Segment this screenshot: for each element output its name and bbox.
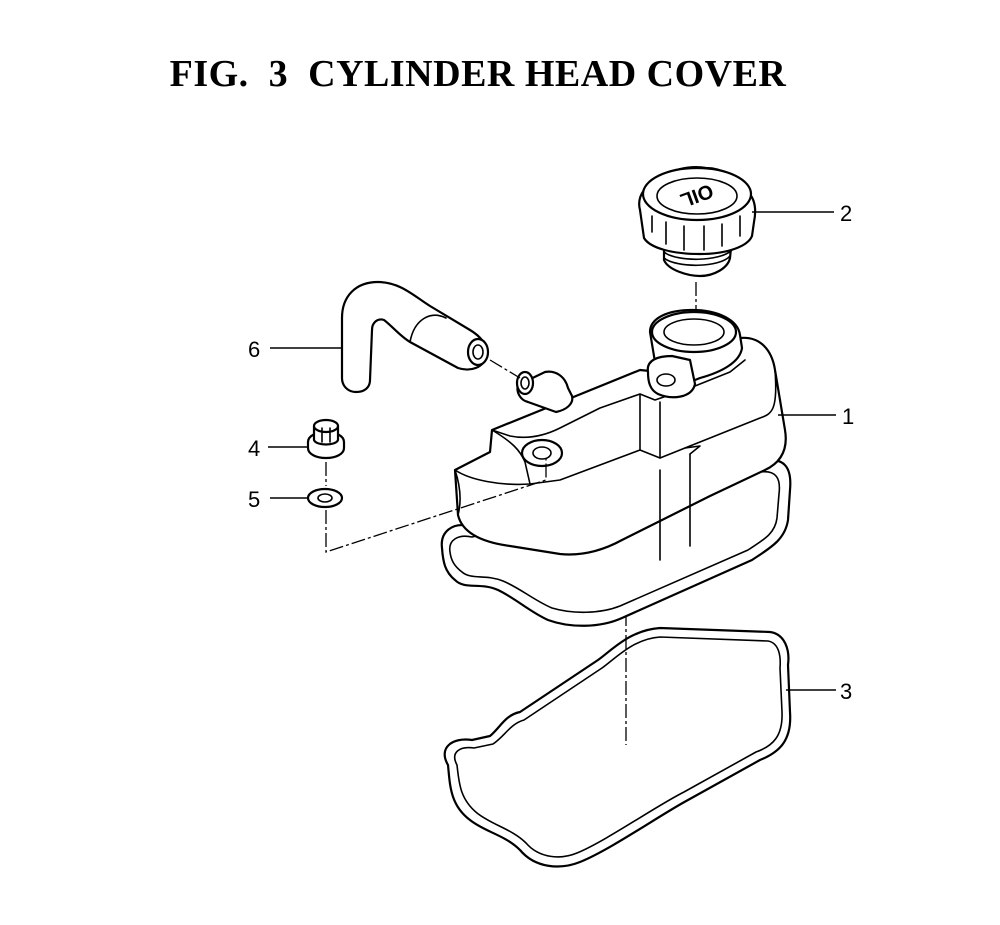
callout-2: 2 (840, 201, 852, 226)
callout-4: 4 (248, 436, 260, 461)
oil-filler-cap: OIL (638, 166, 757, 278)
callout-1: 1 (842, 404, 854, 429)
callout-leaders (268, 211, 836, 691)
washer (306, 487, 344, 509)
figure-title: FIG. 3 CYLINDER HEAD COVER (169, 53, 787, 95)
breather-hose (340, 280, 490, 394)
assembly-axis-hose (489, 359, 521, 379)
cylinder-head-cover (440, 308, 792, 627)
assembly-axis-bolt (325, 458, 547, 553)
callout-5: 5 (248, 487, 260, 512)
callout-6: 6 (248, 337, 260, 362)
callout-3: 3 (840, 679, 852, 704)
gasket (443, 626, 792, 868)
flange-bolt (306, 418, 346, 460)
